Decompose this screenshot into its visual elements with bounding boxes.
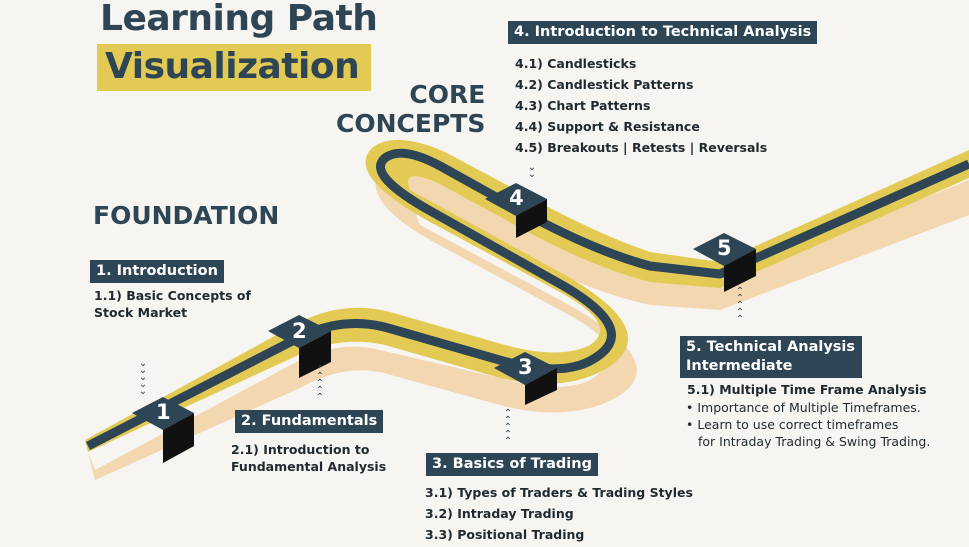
section-core-line2: CONCEPTS — [336, 109, 486, 138]
step-1-heading: 1. Introduction — [90, 260, 224, 283]
step-number-5: 5 — [717, 236, 732, 260]
step-1-items: 1.1) Basic Concepts of Stock Market — [94, 287, 251, 321]
step-3-heading: 3. Basics of Trading — [426, 453, 598, 476]
step-number-3: 3 — [518, 355, 533, 379]
step-4-item-4: 4.4) Support & Resistance — [515, 119, 700, 134]
step-5-bullet-1: • Importance of Multiple Timeframes. — [686, 400, 921, 415]
step-4-item-2: 4.2) Candlestick Patterns — [515, 77, 694, 92]
section-foundation: FOUNDATION — [93, 201, 280, 230]
page-subtitle: Visualization — [97, 44, 372, 91]
section-core-concepts: CORE CONCEPTS — [336, 80, 485, 138]
step-5-item-1: 5.1) Multiple Time Frame Analysis — [687, 382, 927, 397]
step-2-heading: 2. Fundamentals — [235, 410, 384, 433]
step-number-4: 4 — [509, 186, 524, 210]
step-5-heading-line1: 5. Technical Analysis — [686, 339, 856, 355]
step-3-items: 3.1) Types of Traders & Trading Styles 3… — [425, 482, 693, 545]
step-block-1 — [132, 397, 194, 463]
step-number-2: 2 — [292, 319, 307, 343]
step-5-bullets: • Importance of Multiple Timeframes. • L… — [686, 399, 930, 450]
chevron-up-icon: ⌃⌃⌃⌃⌃ — [503, 408, 513, 447]
step-2-items: 2.1) Introduction to Fundamental Analysi… — [231, 441, 386, 475]
page-title: Learning Path — [100, 0, 378, 39]
step-block-3 — [494, 352, 557, 405]
step-block-2 — [268, 315, 331, 378]
step-5-heading: 5. Technical Analysis Intermediate — [680, 336, 862, 378]
chevron-down-icon: ⌄⌄⌄⌄⌄ — [138, 358, 148, 397]
section-core-line1: CORE — [409, 80, 486, 109]
step-5-heading-line2: Intermediate — [686, 358, 793, 374]
chevron-down-icon: ⌄⌄ — [527, 162, 537, 180]
step-3-item-2: 3.2) Intraday Trading — [425, 506, 574, 521]
step-4-item-5: 4.5) Breakouts | Retests | Reversals — [515, 140, 768, 155]
step-4-item-3: 4.3) Chart Patterns — [515, 98, 651, 113]
step-4-items: 4.1) Candlesticks 4.2) Candlestick Patte… — [515, 53, 767, 158]
step-1-item-2: Stock Market — [94, 305, 188, 320]
step-3-item-3: 3.3) Positional Trading — [425, 527, 585, 542]
road-lane — [85, 148, 969, 451]
chevron-up-icon: ⌃⌃⌃⌃⌃ — [315, 364, 325, 403]
step-2-item-2: Fundamental Analysis — [231, 459, 387, 474]
step-2-item-1: 2.1) Introduction to — [231, 442, 370, 457]
step-4-item-1: 4.1) Candlesticks — [515, 56, 637, 71]
step-block-4 — [485, 183, 547, 238]
step-5-bullet-2-cont: for Intraday Trading & Swing Trading. — [698, 434, 931, 449]
chevron-up-icon: ⌃⌃⌃⌃⌃ — [735, 286, 745, 325]
step-5-bullet-2: • Learn to use correct timeframes — [686, 417, 899, 432]
step-1-item-1: 1.1) Basic Concepts of — [94, 288, 251, 303]
step-block-5 — [693, 233, 756, 292]
step-3-item-1: 3.1) Types of Traders & Trading Styles — [425, 485, 693, 500]
step-number-1: 1 — [156, 400, 171, 424]
step-4-heading: 4. Introduction to Technical Analysis — [508, 21, 818, 44]
